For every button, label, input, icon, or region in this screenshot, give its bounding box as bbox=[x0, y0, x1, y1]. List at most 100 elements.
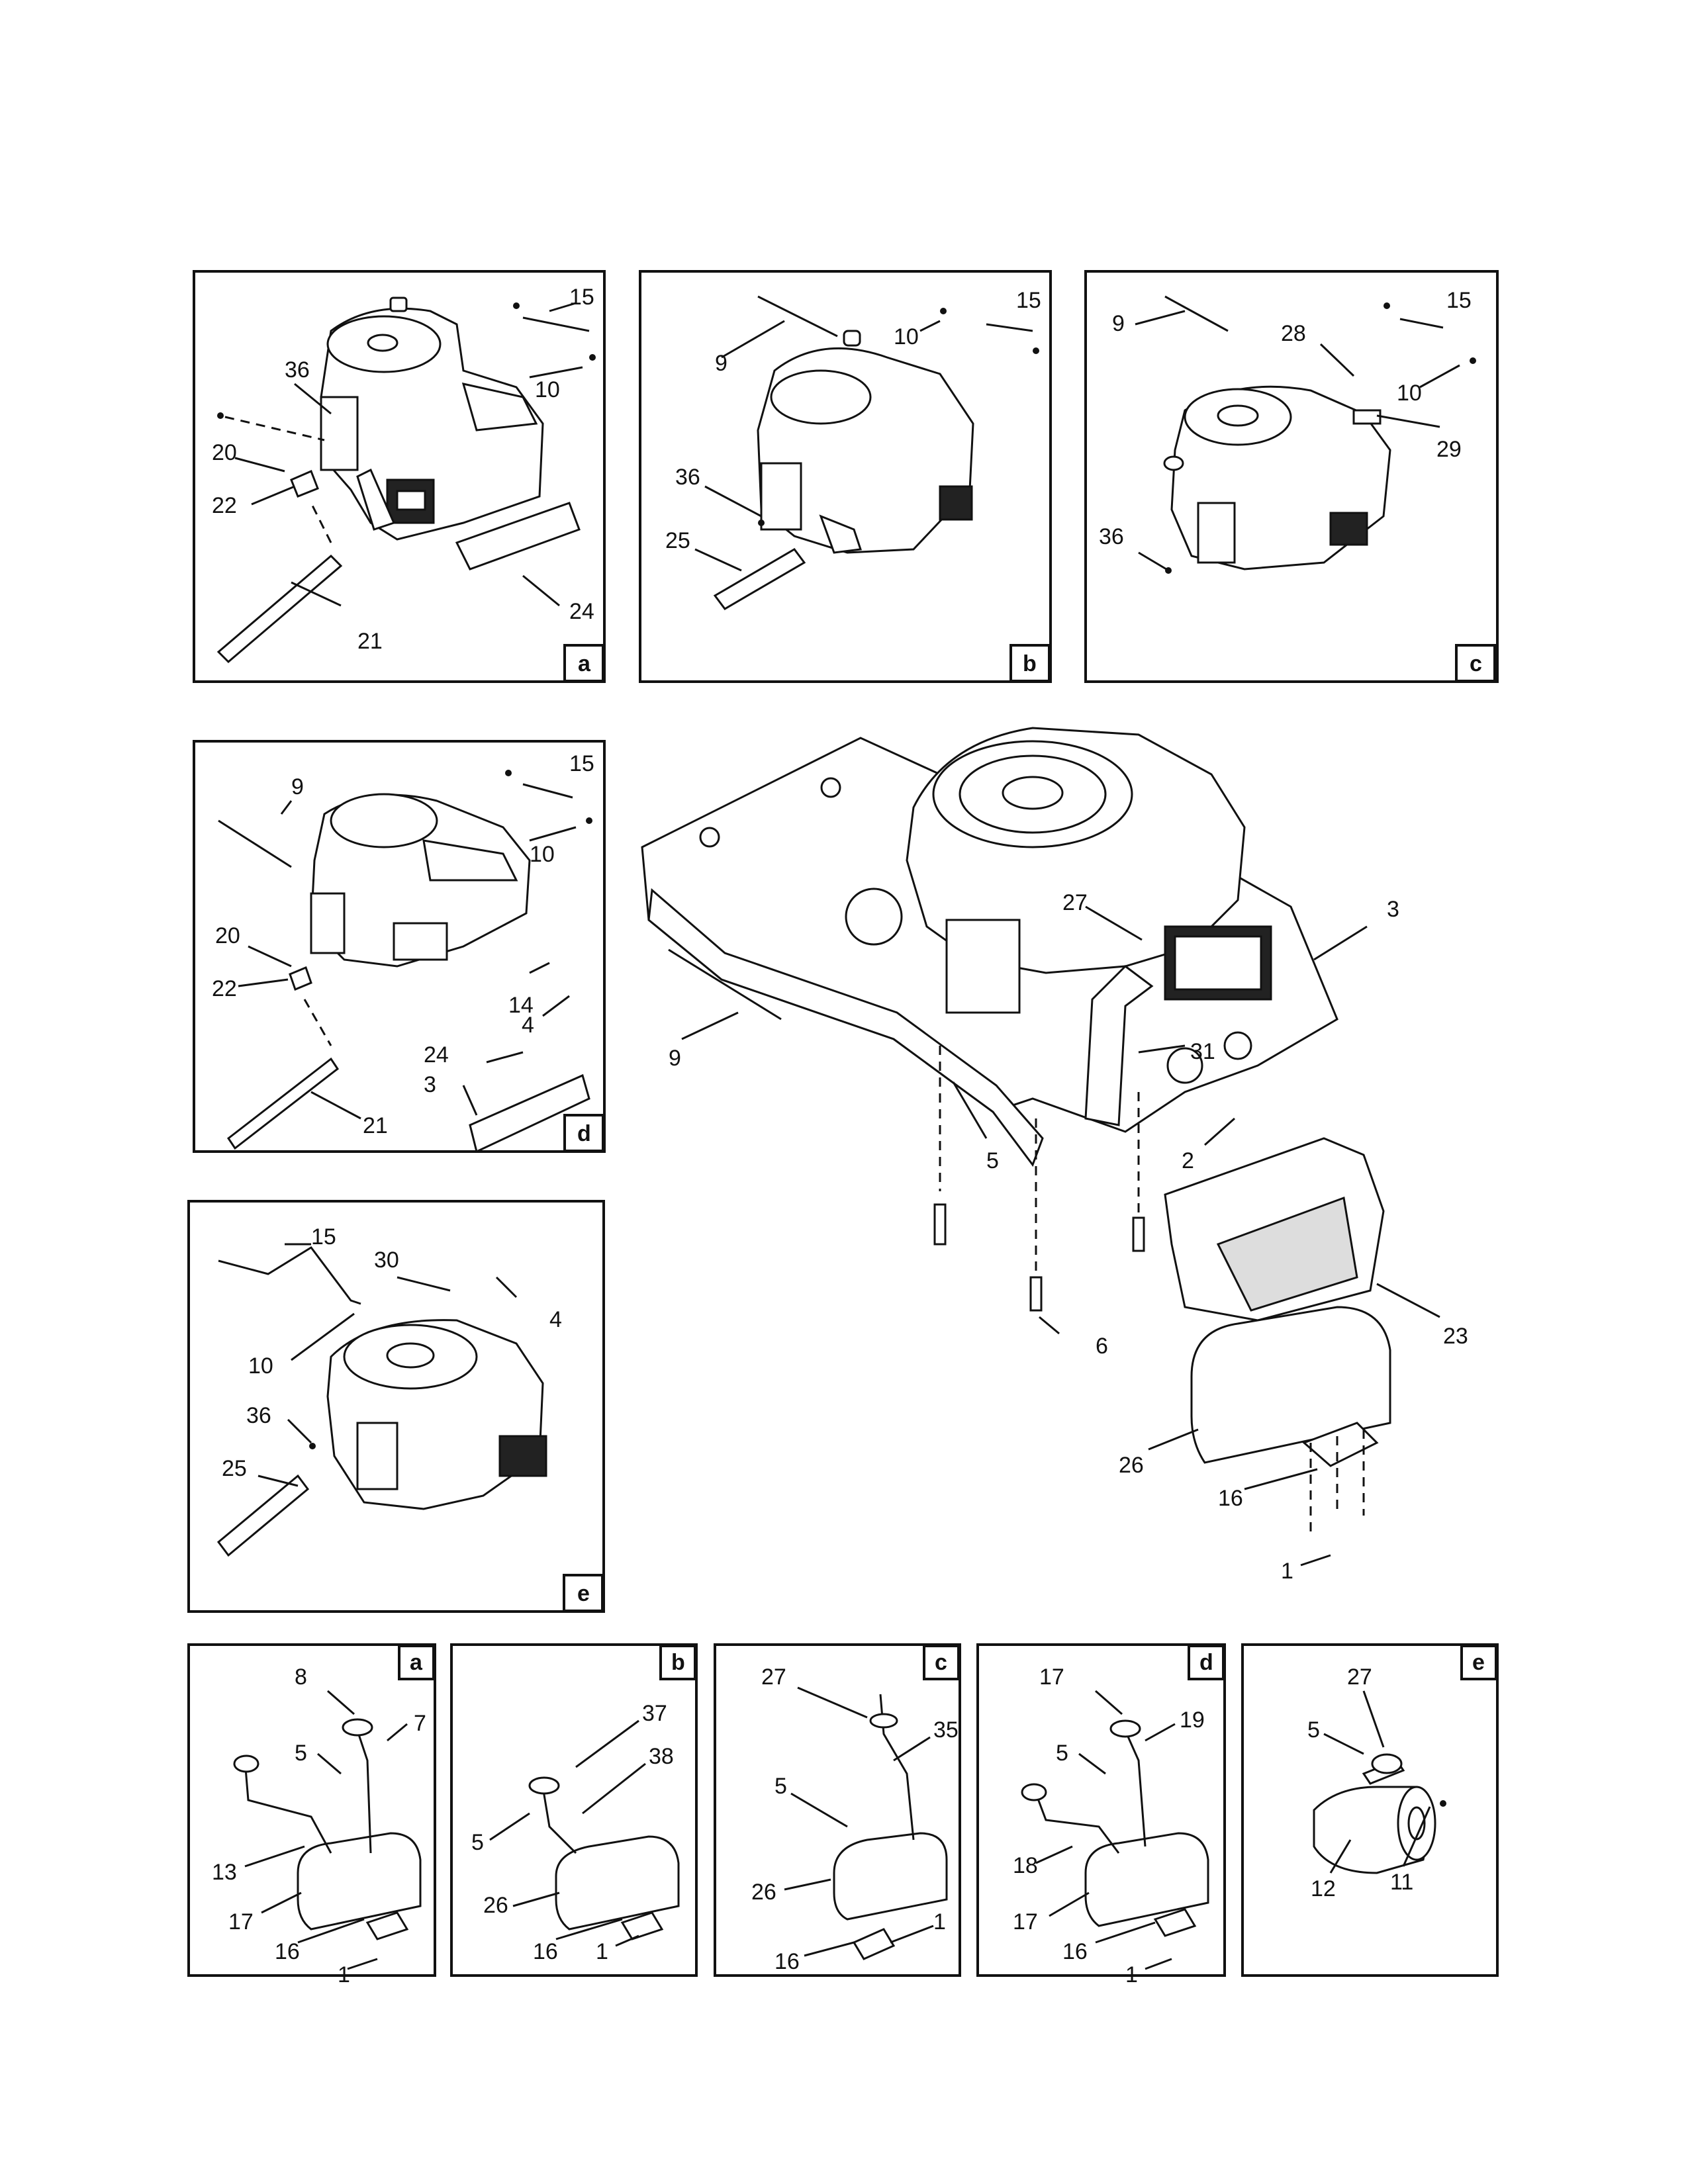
svg-text:11: 11 bbox=[1390, 1870, 1413, 1895]
svg-text:c: c bbox=[935, 1650, 947, 1675]
svg-text:15: 15 bbox=[569, 285, 594, 310]
svg-text:17: 17 bbox=[1039, 1664, 1064, 1690]
muffler-heat-shield-icon bbox=[1164, 1137, 1385, 1322]
svg-text:22: 22 bbox=[212, 493, 237, 518]
engine-drawing-icon bbox=[310, 793, 531, 968]
svg-text:20: 20 bbox=[215, 923, 240, 948]
svg-text:5: 5 bbox=[1307, 1717, 1320, 1743]
muffler-icon bbox=[1190, 1306, 1391, 1467]
svg-text:23: 23 bbox=[1443, 1324, 1468, 1349]
muffler-panel-b: 37 38 5 26 16 1 b bbox=[450, 1643, 698, 1977]
svg-text:e: e bbox=[1472, 1650, 1485, 1675]
bolt-icon bbox=[1029, 1276, 1043, 1312]
svg-text:d: d bbox=[1199, 1650, 1213, 1675]
svg-text:9: 9 bbox=[1112, 311, 1125, 336]
svg-text:20: 20 bbox=[212, 440, 237, 465]
muffler-panel-c: 27 35 5 26 16 1 c bbox=[714, 1643, 961, 1977]
tube-icon bbox=[218, 1246, 361, 1305]
svg-text:4: 4 bbox=[522, 1013, 534, 1038]
fitting-icon bbox=[290, 470, 319, 498]
svg-text:a: a bbox=[578, 651, 591, 676]
svg-text:12: 12 bbox=[1311, 1876, 1336, 1901]
engine-panel-c: 9 15 28 10 29 36 c bbox=[1084, 270, 1499, 683]
svg-text:18: 18 bbox=[1013, 1853, 1038, 1878]
svg-text:10: 10 bbox=[894, 324, 919, 349]
engine-panel-b: 9 10 15 36 25 b bbox=[639, 270, 1052, 683]
svg-text:1: 1 bbox=[338, 1962, 350, 1987]
svg-text:26: 26 bbox=[1119, 1453, 1144, 1478]
svg-text:15: 15 bbox=[1016, 288, 1041, 313]
tube-icon bbox=[713, 548, 806, 610]
svg-text:5: 5 bbox=[471, 1830, 484, 1855]
svg-text:6: 6 bbox=[1096, 1334, 1108, 1359]
svg-text:27: 27 bbox=[761, 1664, 786, 1690]
svg-text:26: 26 bbox=[483, 1893, 508, 1918]
bolt-icon bbox=[933, 1203, 947, 1246]
fitting-icon bbox=[1352, 409, 1382, 425]
tube-icon bbox=[226, 1057, 340, 1150]
tube-icon bbox=[216, 1474, 310, 1557]
svg-text:5: 5 bbox=[986, 1148, 999, 1173]
bolt-icon bbox=[1132, 1216, 1145, 1252]
svg-text:13: 13 bbox=[212, 1860, 237, 1885]
svg-text:e: e bbox=[577, 1581, 590, 1606]
svg-text:d: d bbox=[577, 1121, 591, 1146]
svg-text:10: 10 bbox=[535, 377, 560, 402]
engine-drawing-icon bbox=[326, 1319, 547, 1510]
svg-text:28: 28 bbox=[1281, 321, 1306, 346]
svg-text:27: 27 bbox=[1347, 1664, 1372, 1690]
svg-text:9: 9 bbox=[715, 351, 727, 376]
muffler-icon bbox=[1313, 1753, 1436, 1874]
svg-text:36: 36 bbox=[246, 1403, 271, 1428]
svg-text:26: 26 bbox=[751, 1880, 776, 1905]
svg-text:1: 1 bbox=[1281, 1559, 1293, 1584]
svg-text:2: 2 bbox=[1182, 1148, 1194, 1173]
svg-text:5: 5 bbox=[774, 1774, 787, 1799]
svg-text:16: 16 bbox=[1218, 1486, 1243, 1511]
svg-text:5: 5 bbox=[1056, 1741, 1068, 1766]
svg-text:9: 9 bbox=[291, 774, 304, 799]
svg-text:17: 17 bbox=[1013, 1909, 1038, 1934]
svg-text:31: 31 bbox=[1190, 1039, 1215, 1064]
svg-text:24: 24 bbox=[424, 1042, 449, 1068]
svg-text:38: 38 bbox=[649, 1744, 674, 1769]
svg-text:27: 27 bbox=[1062, 890, 1088, 915]
svg-text:16: 16 bbox=[1062, 1939, 1088, 1964]
svg-text:b: b bbox=[1023, 651, 1037, 676]
svg-text:1: 1 bbox=[933, 1909, 946, 1934]
muffler-icon bbox=[233, 1718, 422, 1940]
svg-text:25: 25 bbox=[222, 1456, 247, 1481]
svg-text:9: 9 bbox=[669, 1046, 681, 1071]
engine-panel-d: 9 15 10 20 22 14 4 24 3 21 d bbox=[193, 740, 606, 1154]
engine-panel-e: 15 30 4 10 36 25 e bbox=[187, 1200, 605, 1613]
fitting-icon bbox=[289, 966, 312, 991]
muffler-icon bbox=[1021, 1719, 1209, 1937]
svg-text:5: 5 bbox=[295, 1741, 307, 1766]
svg-text:7: 7 bbox=[414, 1711, 426, 1736]
engine-drawing-icon bbox=[320, 296, 544, 541]
svg-text:3: 3 bbox=[424, 1072, 436, 1097]
svg-text:15: 15 bbox=[311, 1224, 336, 1250]
engine-drawing-icon bbox=[757, 330, 974, 554]
svg-text:22: 22 bbox=[212, 976, 237, 1001]
engine-panel-a: 15 36 10 20 22 21 24 a bbox=[193, 270, 606, 683]
svg-text:10: 10 bbox=[1397, 381, 1422, 406]
muffler-panel-d: 17 19 5 18 17 16 1 d bbox=[976, 1643, 1226, 1987]
muffler-icon bbox=[528, 1776, 680, 1940]
svg-text:15: 15 bbox=[569, 751, 594, 776]
svg-text:19: 19 bbox=[1180, 1707, 1205, 1733]
svg-text:b: b bbox=[671, 1650, 685, 1675]
svg-text:10: 10 bbox=[248, 1353, 273, 1379]
engine-drawing-icon bbox=[906, 727, 1272, 1126]
muffler-panel-e: 27 5 12 11 e bbox=[1241, 1643, 1499, 1977]
svg-text:4: 4 bbox=[549, 1307, 562, 1332]
svg-text:1: 1 bbox=[596, 1939, 608, 1964]
svg-text:21: 21 bbox=[363, 1113, 388, 1138]
svg-text:c: c bbox=[1470, 651, 1482, 676]
svg-text:15: 15 bbox=[1446, 288, 1472, 313]
muffler-panel-a: 8 7 5 13 17 16 1 a bbox=[187, 1643, 436, 1987]
svg-text:30: 30 bbox=[374, 1248, 399, 1273]
svg-text:17: 17 bbox=[228, 1909, 254, 1934]
main-assembly: 27 3 9 31 5 2 6 23 26 16 1 bbox=[641, 727, 1468, 1584]
